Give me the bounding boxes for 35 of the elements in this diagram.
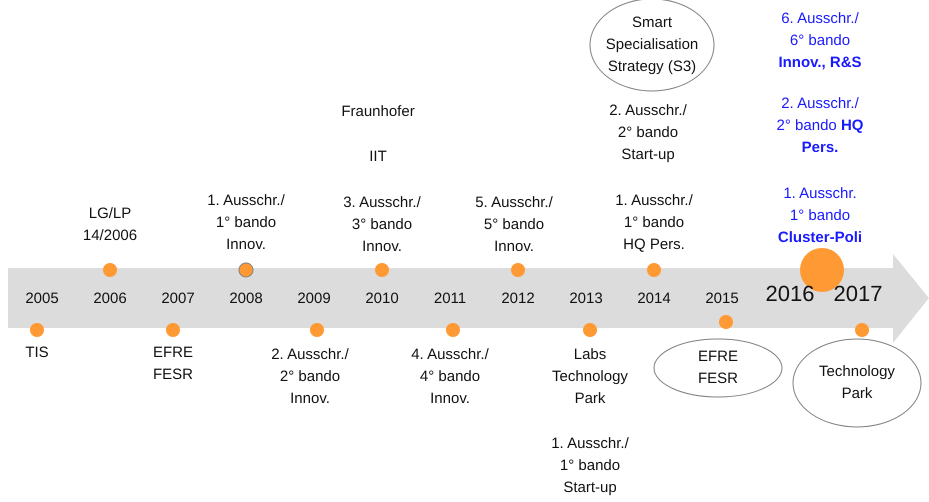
- year-label: 2014: [636, 289, 672, 309]
- event-label: 1. Ausschr./ 1° bando Start-up: [550, 434, 630, 498]
- event-label: Fraunhofer: [340, 102, 416, 122]
- event-label: 5. Ausschr./ 5° bando Innov.: [474, 193, 554, 257]
- year-label: 2016: [764, 284, 816, 304]
- node-text: EFRE FESR: [696, 347, 739, 389]
- year-label: 2005: [24, 289, 60, 309]
- event-label: 1. Ausschr./ 1° bando HQ Pers.: [614, 191, 694, 255]
- event-label: Labs Technology Park: [551, 345, 629, 409]
- event-label: 2. Ausschr./ 2° bando HQ Pers.: [776, 94, 864, 158]
- event-label: 2. Ausschr./ 2° bando Start-up: [608, 101, 688, 165]
- year-label: 2011: [432, 289, 468, 309]
- year-label: 2012: [500, 289, 536, 309]
- year-label: 2015: [704, 289, 740, 309]
- year-label: 2007: [160, 289, 196, 309]
- event-label: 6. Ausschr./ 6° bando Innov., R&S: [777, 9, 863, 73]
- event-label: TIS: [24, 343, 50, 363]
- event-label: 3. Ausschr./ 3° bando Innov.: [342, 193, 422, 257]
- event-label: 2. Ausschr./ 2° bando Innov.: [270, 345, 350, 409]
- event-label: LG/LP 14/2006: [82, 204, 138, 246]
- event-label: 1. Ausschr. 1° bando Cluster-Poli: [776, 184, 864, 248]
- ellipse-node: [792, 338, 922, 428]
- event-label: 1. Ausschr./ 1° bando Innov.: [206, 191, 286, 255]
- year-label: 2008: [228, 289, 264, 309]
- event-label: EFRE FESR: [152, 343, 194, 385]
- year-label: 2010: [364, 289, 400, 309]
- year-label: 2006: [92, 289, 128, 309]
- ellipse-node: [653, 338, 783, 398]
- year-label: 2009: [296, 289, 332, 309]
- year-label: 2013: [568, 289, 604, 309]
- node-text: Technology Park: [818, 362, 896, 404]
- event-label: IIT: [368, 147, 388, 167]
- event-label: 4. Ausschr./ 4° bando Innov.: [410, 345, 490, 409]
- node-text: Smart Specialisation Strategy (S3): [604, 13, 700, 77]
- year-label: 2017: [832, 284, 884, 304]
